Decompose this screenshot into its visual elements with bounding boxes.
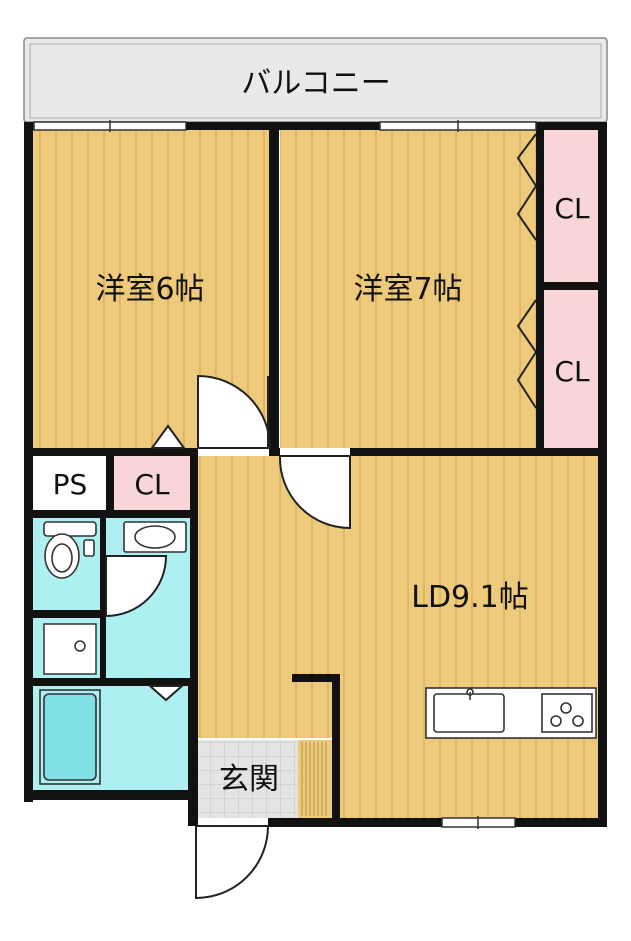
western-room-7-label: 洋室7帖	[353, 272, 463, 307]
closet-middle	[544, 290, 598, 448]
windows	[33, 120, 537, 829]
ps-label: PS	[52, 468, 88, 501]
closet-small	[114, 456, 190, 510]
kitchen-counter	[425, 687, 597, 739]
balcony	[23, 37, 608, 123]
western-room-7-floor	[280, 130, 538, 448]
washbasin-fixture	[123, 521, 187, 553]
closet-middle-label: CL	[554, 355, 590, 388]
ps-area	[33, 456, 106, 510]
entrance-step	[298, 740, 332, 818]
closet-small-label: CL	[134, 468, 170, 501]
western-room-6-label: 洋室6帖	[95, 272, 205, 307]
balcony-label: バルコニー	[241, 66, 391, 101]
walls	[24, 122, 607, 827]
entrance-floor	[198, 740, 298, 818]
entrance-label: 玄関	[219, 762, 279, 797]
washing-machine-drain	[43, 623, 97, 675]
ld-label: LD9.1帖	[411, 580, 529, 615]
closet-top	[544, 130, 598, 282]
toilet-fixture	[43, 521, 97, 579]
bathtub-fixture	[39, 689, 101, 785]
doors	[105, 133, 538, 900]
closet-top-label: CL	[554, 192, 590, 225]
